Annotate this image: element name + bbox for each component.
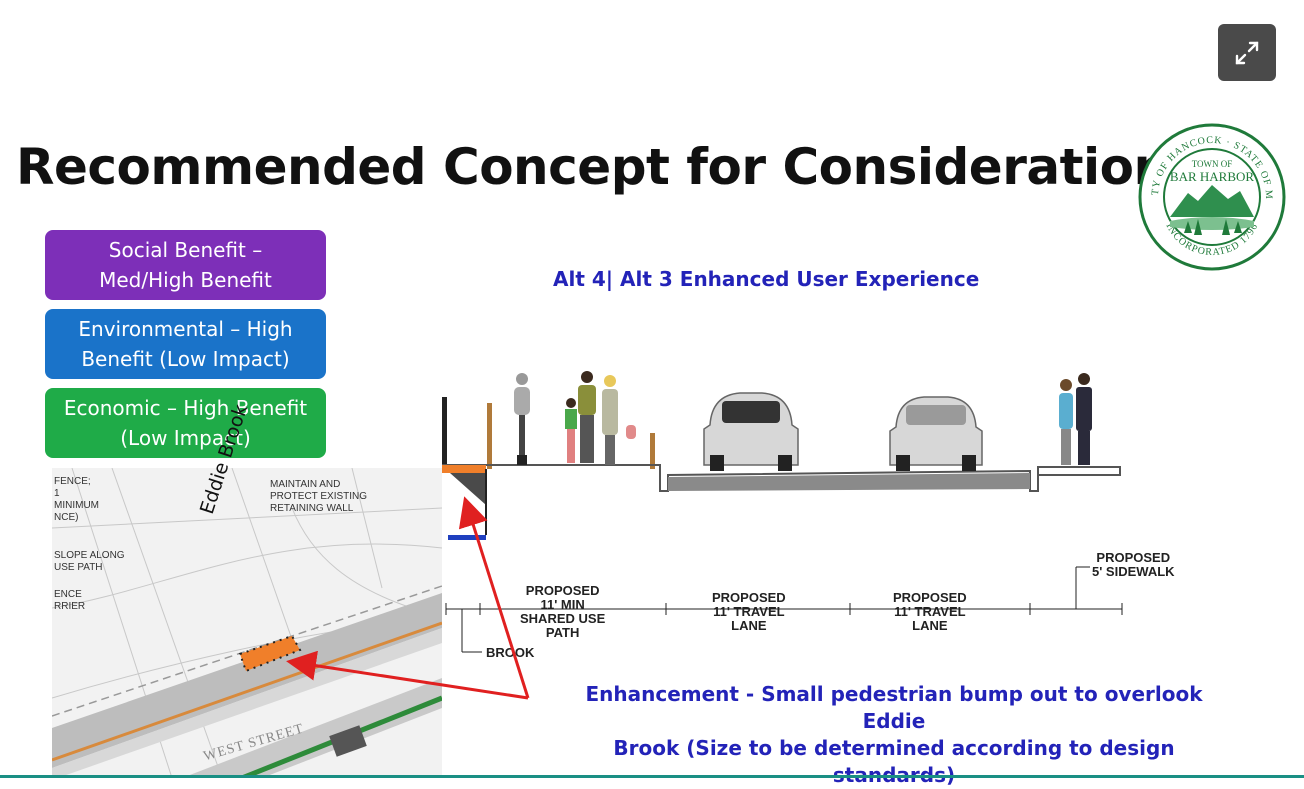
car-figure-1	[703, 392, 799, 471]
enhancement-note: Enhancement - Small pedestrian bump out …	[585, 682, 1203, 787]
fullscreen-button[interactable]	[1218, 24, 1276, 81]
svg-text:TOWN OF: TOWN OF	[1192, 159, 1233, 169]
bottom-divider	[0, 775, 1304, 778]
slide-title: Recommended Concept for Consideration	[16, 138, 1169, 196]
cyclist-figure	[514, 373, 530, 465]
social-benefit-badge: Social Benefit –Med/High Benefit	[45, 230, 326, 300]
car-figure-2	[889, 396, 983, 471]
expand-arrows-icon	[1235, 41, 1259, 65]
economic-benefit-badge: Economic – High Benefit(Low Impact)	[45, 388, 326, 458]
site-plan-map	[52, 468, 442, 778]
pedestrian-family-figures	[565, 371, 636, 465]
svg-text:BAR HARBOR: BAR HARBOR	[1170, 169, 1254, 184]
alternative-title: Alt 4| Alt 3 Enhanced User Experience	[553, 267, 980, 291]
couple-figures	[1059, 373, 1092, 465]
street-cross-section	[442, 371, 1123, 653]
brook-label: BROOK	[486, 645, 535, 660]
town-seal-logo: COUNTY OF HANCOCK · STATE OF MAINE INCOR…	[1136, 121, 1286, 271]
